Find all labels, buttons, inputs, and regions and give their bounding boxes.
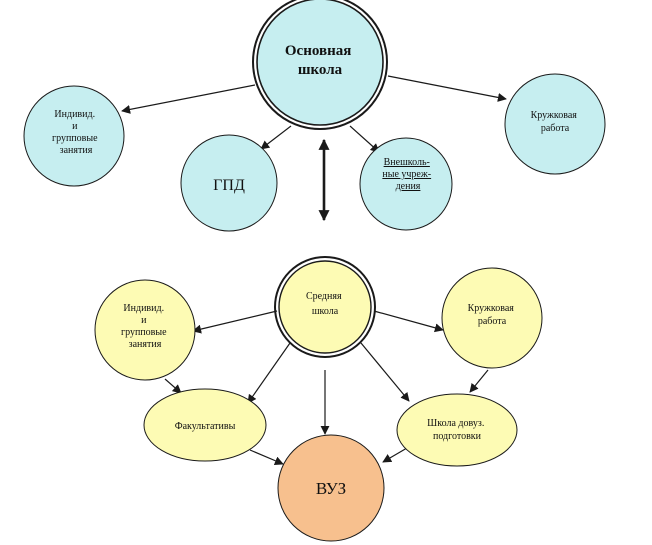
label-line: и <box>72 121 78 132</box>
node-label: ВУЗ <box>316 479 346 498</box>
arrow-main-to-club <box>387 75 507 102</box>
arrow-high-to-prep <box>360 342 410 402</box>
node-label: ГПД <box>213 177 245 194</box>
node-label: Основная школа <box>285 43 355 78</box>
arrow-high-to-individual <box>192 310 278 334</box>
label-line: Индивид. <box>123 303 164 314</box>
label-line: Средняя <box>306 291 342 302</box>
connector-arrows <box>121 75 507 465</box>
label-line: работа <box>478 316 507 327</box>
node-gpd: ГПД <box>180 134 278 232</box>
label-line: Кружковая <box>531 110 578 121</box>
node-label: Средняя школа <box>306 291 344 317</box>
node-label: Индивид. и групповые занятия <box>52 109 100 156</box>
node-label: Внешколь- ные учреж- дения <box>382 157 433 192</box>
node-label: Индивид. и групповые занятия <box>121 303 169 350</box>
node-club-bottom: Кружковая работа <box>441 267 543 369</box>
node-university: ВУЗ <box>277 434 385 542</box>
arrow-individual-to-electives <box>164 378 182 394</box>
arrow-main-to-individual <box>121 84 256 114</box>
label-line: работа <box>541 123 570 134</box>
label-line: занятия <box>129 339 162 350</box>
arrow-main-to-gpd <box>260 125 292 150</box>
label-line: групповые <box>121 327 167 338</box>
node-label: Кружковая работа <box>531 110 580 134</box>
label-line: занятия <box>60 145 93 156</box>
node-electives: Факультативы <box>143 388 267 462</box>
label-line: дения <box>396 181 421 192</box>
node-club-top: Кружковая работа <box>504 73 606 175</box>
node-individual-top: Индивид. и групповые занятия <box>23 85 125 187</box>
node-individual-bottom: Индивид. и групповые занятия <box>94 279 196 381</box>
nodes: Основная школа Индивид. и групповые заня… <box>23 0 606 542</box>
arrow-prep-to-university <box>382 447 408 463</box>
label-line: школа <box>298 62 343 78</box>
label-line: групповые <box>52 133 98 144</box>
arrow-club-to-prep <box>469 369 489 393</box>
label-line: Кружковая <box>468 303 515 314</box>
node-high-school: Средняя школа <box>274 256 376 358</box>
label-line: Основная <box>285 43 351 59</box>
node-label: Кружковая работа <box>468 303 517 327</box>
node-label: Школа довуз. подготовки <box>427 418 487 442</box>
arrow-electives-to-university <box>249 449 284 465</box>
label-line: ные учреж- <box>382 169 431 180</box>
label-line: Внешколь- <box>384 157 430 168</box>
label-line: подготовки <box>433 431 482 442</box>
node-prep-school: Школа довуз. подготовки <box>396 393 518 467</box>
label-line: Школа довуз. <box>427 418 484 429</box>
arrow-high-to-electives <box>247 342 291 404</box>
label-line: Индивид. <box>54 109 95 120</box>
node-label: Факультативы <box>175 421 236 432</box>
arrow-main-to-extracurricular <box>349 125 380 153</box>
node-extracurricular: Внешколь- ные учреж- дения <box>359 137 453 231</box>
label-line: и <box>141 315 147 326</box>
label-line: школа <box>312 306 339 317</box>
node-main-school: Основная школа <box>252 0 388 130</box>
arrow-high-to-club <box>373 310 444 333</box>
